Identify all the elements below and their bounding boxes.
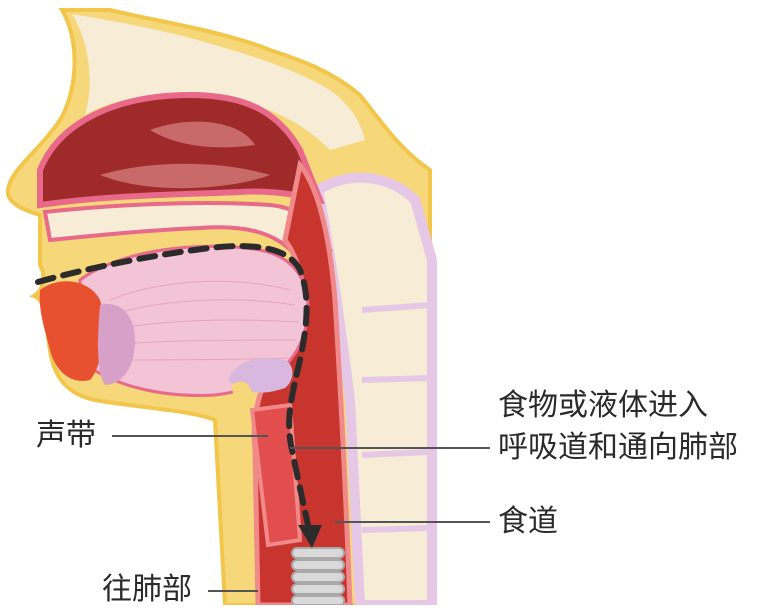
trachea-rings bbox=[292, 548, 344, 605]
vocal-cords-label: 声带 bbox=[36, 418, 96, 454]
esophagus-label: 食道 bbox=[498, 504, 558, 540]
aspiration-label-line2: 呼吸道和通向肺部 bbox=[498, 430, 738, 466]
lips bbox=[40, 281, 104, 381]
aspiration-label-line1: 食物或液体进入 bbox=[498, 388, 708, 424]
to-lungs-label: 往肺部 bbox=[102, 572, 192, 608]
